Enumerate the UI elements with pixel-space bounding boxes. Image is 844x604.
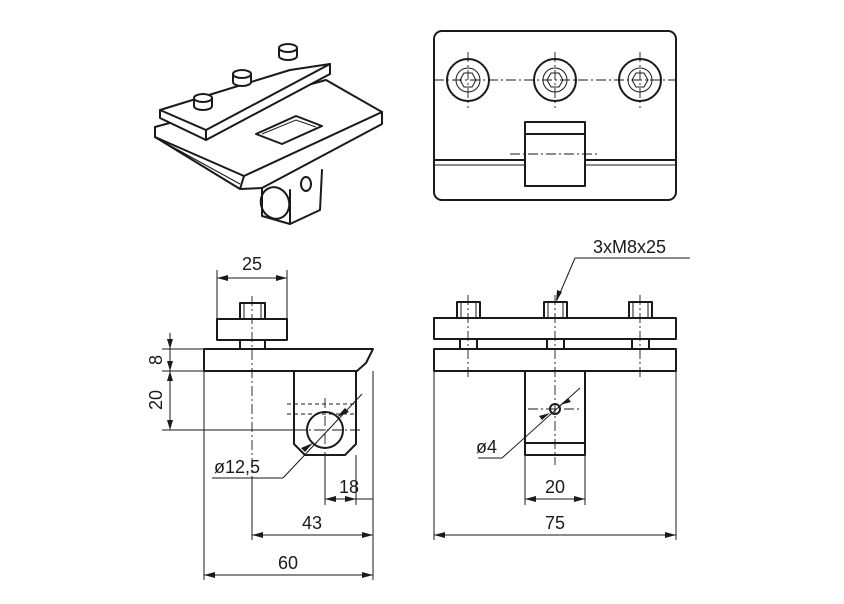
- dim-75: 75: [545, 513, 565, 533]
- screw-head-1: [193, 93, 213, 111]
- front-view: [203, 296, 374, 478]
- dim-screws-callout: 3xM8x25: [593, 237, 666, 257]
- dim-pin-hole: ø4: [476, 437, 497, 457]
- dimension-lines: [162, 257, 690, 580]
- dim-bore-diameter: ø12,5: [214, 457, 260, 477]
- isometric-view: [154, 43, 383, 225]
- dim-8: 8: [146, 355, 166, 365]
- dim-20-height: 20: [146, 390, 166, 410]
- dim-43: 43: [302, 513, 322, 533]
- dim-25: 25: [242, 254, 262, 274]
- top-view: [433, 30, 677, 201]
- side-view: [433, 295, 677, 465]
- side-screw-1: [456, 295, 481, 380]
- side-screw-2: [543, 295, 568, 465]
- screw-head-3: [278, 43, 298, 61]
- dim-18: 18: [339, 477, 359, 497]
- side-screw-3: [628, 295, 653, 380]
- dim-20-width: 20: [545, 477, 565, 497]
- screw-head-2: [232, 69, 252, 87]
- socket-screw-1: [446, 52, 490, 108]
- dim-60: 60: [278, 553, 298, 573]
- socket-screw-2: [533, 52, 577, 108]
- socket-screw-3: [618, 52, 662, 108]
